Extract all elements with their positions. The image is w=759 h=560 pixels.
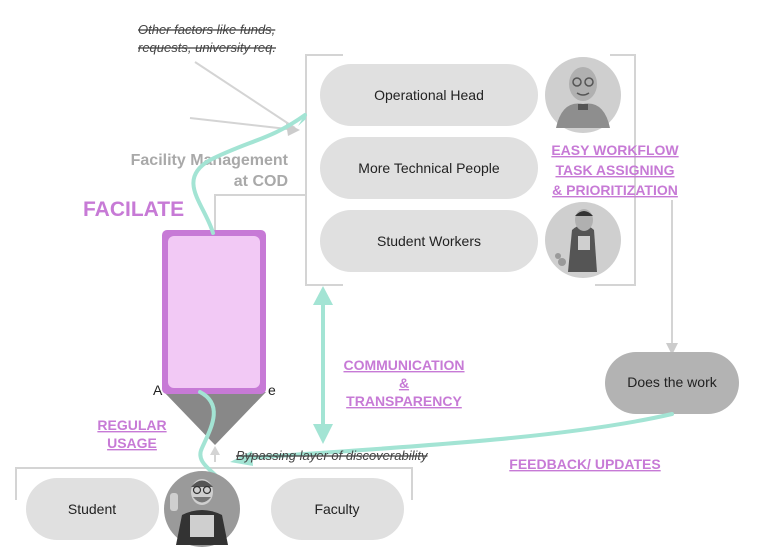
student-workers-pill — [320, 210, 538, 272]
facility-connector — [214, 194, 306, 230]
communication-annotation-line1: COMMUNICATION — [343, 357, 464, 373]
communication-annotation-line2: & — [399, 375, 409, 391]
does-work-label: Does the work — [627, 374, 717, 390]
usage-arrowhead — [210, 446, 220, 455]
user-avatar-icon — [164, 471, 240, 547]
workflow-arrowhead — [666, 343, 678, 355]
feedback-arrow-line — [248, 412, 674, 460]
feedback-arrowhead — [230, 451, 253, 466]
communication-arrowhead-top — [313, 286, 333, 305]
does-work-pill — [605, 352, 739, 414]
users-group-bracket — [15, 467, 413, 500]
technical-people-label: More Technical People — [358, 160, 500, 176]
assist-label-left: A — [153, 382, 163, 398]
technical-people-pill — [320, 137, 538, 199]
facilitate-curve — [191, 113, 307, 235]
regular-usage-line1: REGULAR — [97, 417, 166, 433]
operational-head-avatar-icon — [545, 57, 621, 133]
assist-label-right: e — [268, 382, 276, 398]
communication-arrowhead-bottom — [313, 424, 333, 444]
other-factors-line1: Other factors like funds, — [138, 22, 275, 37]
facility-title-line2: at COD — [234, 173, 288, 190]
student-label: Student — [68, 501, 116, 517]
student-pill — [26, 478, 159, 540]
faculty-label: Faculty — [314, 501, 359, 517]
facilate-label: FACILATE — [83, 198, 184, 221]
factor-arrow-2 — [189, 117, 297, 131]
bypassing-note: Bypassing layer of discoverability — [236, 448, 429, 463]
student-workers-label: Student Workers — [377, 233, 481, 249]
other-factors-line2: requests, university req. — [138, 40, 276, 55]
feedback-annotation: FEEDBACK/ UPDATES — [509, 456, 660, 472]
operational-head-label: Operational Head — [374, 87, 484, 103]
staff-group-bracket-right — [595, 54, 636, 286]
staff-group-bracket — [305, 54, 343, 286]
facilitate-curve-end — [298, 113, 306, 126]
faculty-pill — [271, 478, 404, 540]
regular-usage-line2: USAGE — [107, 435, 157, 451]
workflow-annotation-line3: & PRIORITIZATION — [552, 182, 678, 198]
workflow-annotation-line1: EASY WORKFLOW — [551, 142, 679, 158]
communication-annotation-line3: TRANSPARENCY — [346, 393, 462, 409]
factor-arrow-1 — [194, 61, 296, 129]
workflow-annotation-line2: TASK ASSIGNING — [555, 162, 674, 178]
usage-curve — [198, 390, 220, 480]
student-worker-avatar-icon — [545, 202, 621, 278]
operational-head-pill — [320, 64, 538, 126]
